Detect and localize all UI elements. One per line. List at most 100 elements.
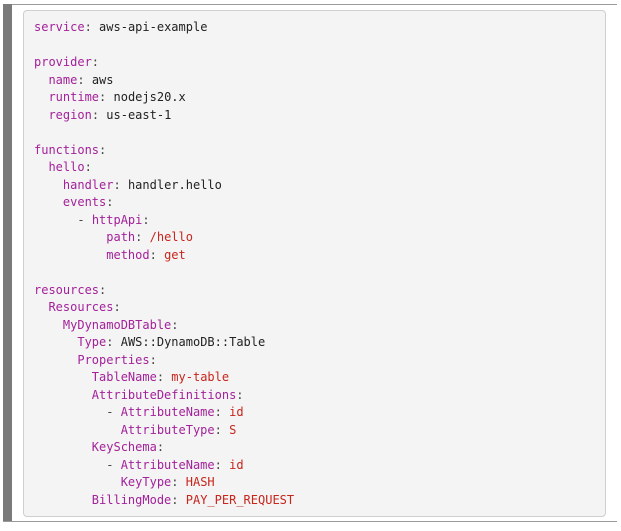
- colon: :: [156, 440, 165, 454]
- yaml-key: AttributeType: [120, 422, 215, 437]
- colon: :: [156, 370, 165, 384]
- yaml-value: handler.hello: [127, 177, 222, 192]
- colon: :: [214, 405, 222, 419]
- colon: :: [171, 317, 179, 332]
- colon: :: [84, 160, 92, 174]
- code-line: provider:: [34, 54, 294, 72]
- yaml-value: S: [229, 422, 237, 437]
- yaml-value: HASH: [185, 475, 215, 489]
- code-line: hello:: [34, 159, 294, 177]
- code-content[interactable]: service: aws-api-example provider: name: …: [34, 19, 294, 509]
- colon: :: [171, 492, 179, 507]
- code-line: region: us-east-1: [34, 107, 294, 125]
- colon: :: [142, 212, 150, 227]
- colon: :: [236, 387, 244, 402]
- colon: :: [77, 72, 85, 87]
- yaml-key: name: [48, 72, 78, 87]
- colon: :: [91, 107, 100, 122]
- colon: :: [99, 90, 107, 104]
- colon: :: [113, 177, 121, 192]
- yaml-key: resources: [34, 282, 100, 297]
- frame-bottom-border: [3, 521, 617, 522]
- code-line: method: get: [34, 247, 294, 265]
- code-line-blank: [34, 37, 294, 55]
- yaml-key: Properties: [77, 352, 150, 367]
- code-line: - AttributeName: id: [34, 404, 294, 422]
- yaml-key: KeySchema: [91, 440, 157, 454]
- code-line: service: aws-api-example: [34, 19, 294, 37]
- colon: :: [84, 20, 92, 34]
- frame-top-border: [3, 4, 617, 5]
- yaml-value: id: [229, 457, 244, 472]
- yaml-key: functions: [34, 142, 100, 157]
- code-line: AttributeDefinitions:: [34, 387, 294, 405]
- yaml-value: nodejs20.x: [113, 90, 186, 104]
- code-line: BillingMode: PAY_PER_REQUEST: [34, 492, 294, 510]
- colon: :: [149, 247, 157, 262]
- yaml-value: my-table: [171, 370, 230, 384]
- code-line: - AttributeName: id: [34, 457, 294, 475]
- yaml-key: httpApi: [91, 212, 143, 227]
- yaml-key: hello: [48, 160, 85, 174]
- yaml-key: events: [62, 195, 107, 209]
- code-line: handler: handler.hello: [34, 177, 294, 195]
- code-line-blank: [34, 264, 294, 282]
- blockquote-left-bar: [3, 4, 12, 522]
- yaml-key: BillingMode: [91, 492, 172, 507]
- code-line: AttributeType: S: [34, 422, 294, 440]
- yaml-key: region: [48, 107, 92, 122]
- yaml-key: Type: [77, 335, 107, 349]
- code-line: KeyType: HASH: [34, 474, 294, 492]
- yaml-key: provider: [34, 55, 92, 69]
- yaml-value: /hello: [149, 230, 193, 244]
- code-block[interactable]: service: aws-api-example provider: name: …: [23, 10, 606, 517]
- yaml-value: get: [164, 247, 186, 262]
- code-line: functions:: [34, 142, 294, 160]
- yaml-key: runtime: [48, 90, 100, 104]
- yaml-key: path: [106, 230, 136, 244]
- list-dash: -: [77, 212, 92, 227]
- code-line: TableName: my-table: [34, 369, 294, 387]
- yaml-key: AttributeDefinitions: [91, 387, 237, 402]
- code-line: resources:: [34, 282, 294, 300]
- colon: :: [214, 422, 222, 437]
- code-line: Properties:: [34, 352, 294, 370]
- yaml-value: id: [229, 405, 244, 419]
- code-line: name: aws: [34, 72, 294, 90]
- code-line: Type: AWS::DynamoDB::Table: [34, 334, 294, 352]
- colon: :: [91, 55, 100, 69]
- code-line: - httpApi:: [34, 212, 294, 230]
- code-line-blank: [34, 124, 294, 142]
- colon: :: [135, 230, 143, 244]
- yaml-key: handler: [62, 177, 114, 192]
- yaml-value: AWS::DynamoDB::Table: [120, 335, 266, 349]
- code-line: KeySchema:: [34, 439, 294, 457]
- yaml-key: MyDynamoDBTable: [62, 317, 172, 332]
- code-line: runtime: nodejs20.x: [34, 89, 294, 107]
- yaml-value: aws: [91, 72, 114, 87]
- colon: :: [99, 282, 107, 297]
- code-line: Resources:: [34, 299, 294, 317]
- list-dash: -: [106, 405, 121, 419]
- code-line: MyDynamoDBTable:: [34, 317, 294, 335]
- yaml-key: method: [106, 247, 150, 262]
- colon: :: [149, 352, 157, 367]
- yaml-key: service: [34, 20, 85, 34]
- colon: :: [171, 475, 179, 489]
- yaml-key: AttributeName: [120, 405, 215, 419]
- list-dash: -: [106, 457, 121, 472]
- code-line: events:: [34, 194, 294, 212]
- yaml-key: AttributeName: [120, 457, 215, 472]
- code-line: path: /hello: [34, 229, 294, 247]
- yaml-key: KeyType: [120, 475, 172, 489]
- yaml-value: aws-api-example: [99, 20, 208, 34]
- yaml-value: PAY_PER_REQUEST: [185, 492, 295, 507]
- colon: :: [106, 335, 114, 349]
- yaml-key: TableName: [91, 370, 157, 384]
- colon: :: [106, 195, 114, 209]
- yaml-value: us-east-1: [106, 107, 172, 122]
- colon: :: [113, 300, 121, 314]
- colon: :: [99, 142, 107, 157]
- colon: :: [214, 457, 222, 472]
- yaml-key: Resources: [48, 300, 114, 314]
